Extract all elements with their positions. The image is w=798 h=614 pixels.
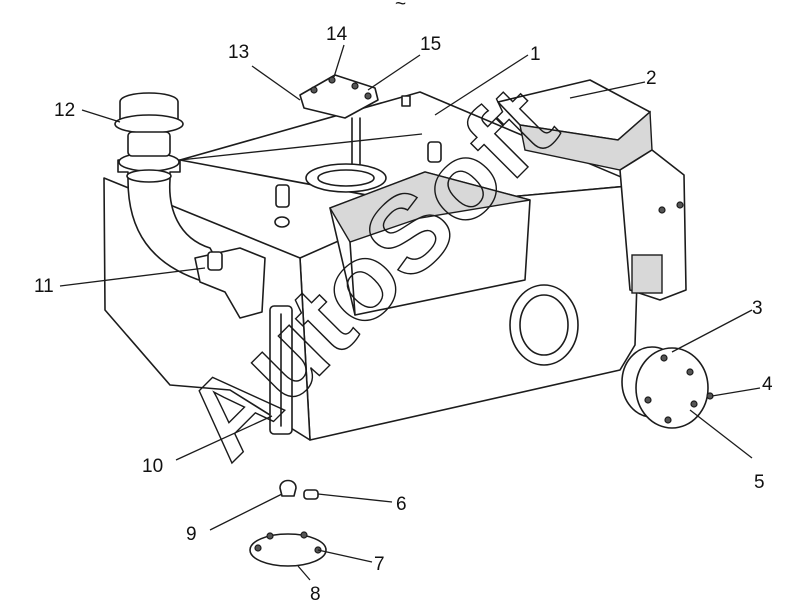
callout-13: 13 — [228, 42, 249, 63]
callout-11: 11 — [34, 276, 54, 297]
callout-1: 1 — [530, 44, 541, 65]
top-mark: ~ — [395, 0, 406, 15]
callout-3: 3 — [752, 298, 763, 319]
callout-10: 10 — [142, 456, 163, 477]
drain-plug — [279, 479, 319, 500]
callout-6: 6 — [396, 494, 407, 515]
leader-lines — [59, 44, 761, 581]
filler-neck — [117, 152, 266, 319]
callout-2: 2 — [646, 68, 657, 89]
access-cover — [621, 346, 714, 429]
callout-5: 5 — [754, 472, 765, 493]
mounting-bracket — [497, 79, 687, 301]
callout-9: 9 — [186, 524, 197, 545]
level-gauge — [269, 305, 293, 435]
callout-7: 7 — [374, 554, 385, 575]
callout-8: 8 — [310, 584, 321, 605]
callout-12: 12 — [54, 100, 75, 121]
callout-4: 4 — [762, 374, 773, 395]
callout-14: 14 — [326, 24, 348, 45]
filler-cap — [114, 92, 184, 157]
callout-15: 15 — [420, 34, 441, 55]
callout-labels: 1 2 3 4 5 6 7 8 9 10 11 12 13 14 15 — [34, 24, 773, 605]
sender-flange — [299, 74, 387, 193]
gasket-ring — [249, 531, 327, 567]
inspection-port — [509, 284, 579, 366]
